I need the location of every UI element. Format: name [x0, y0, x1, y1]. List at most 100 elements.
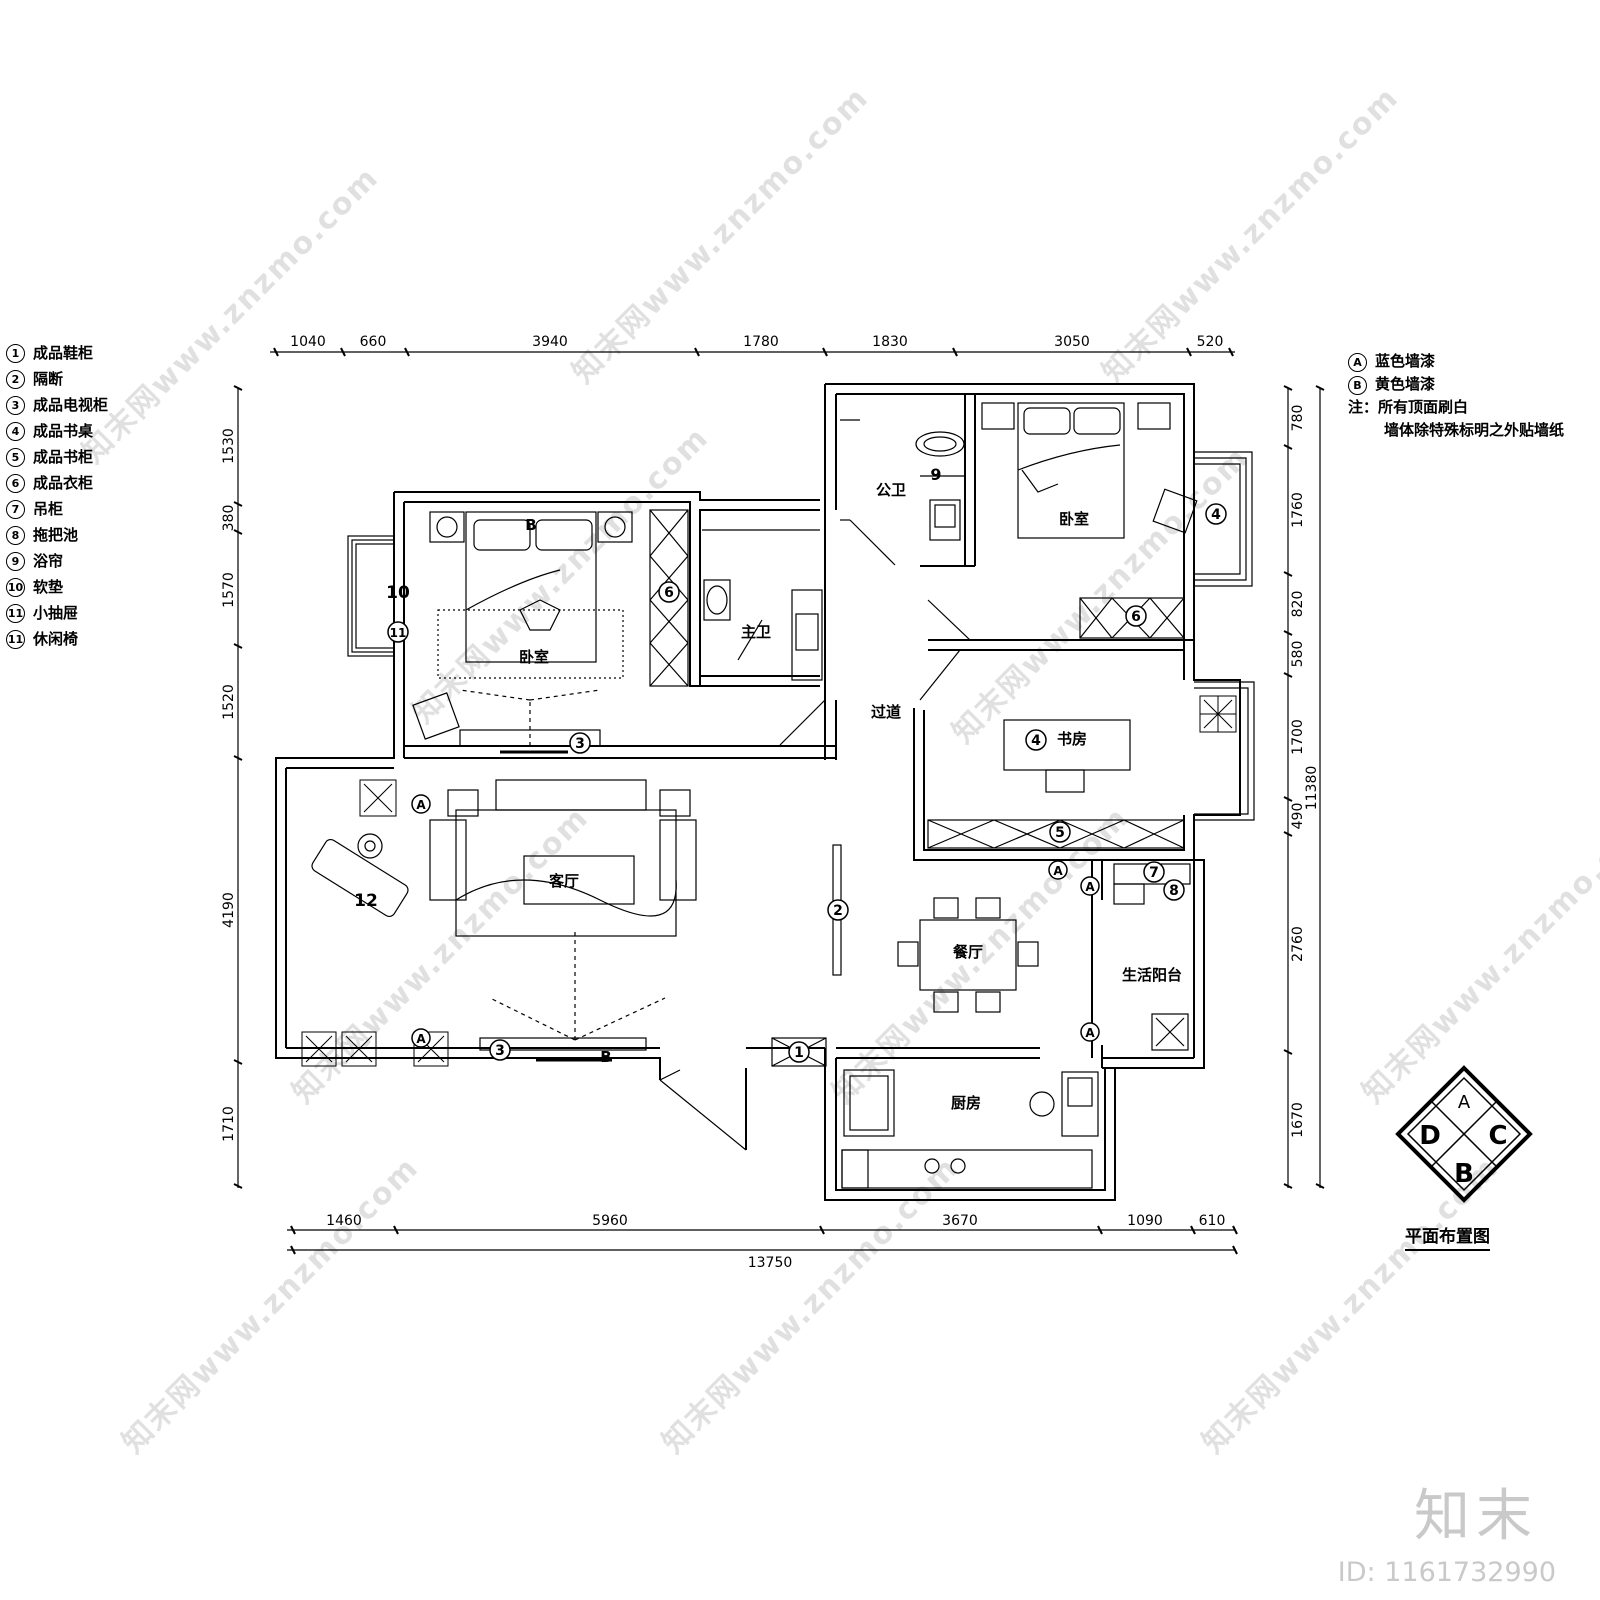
legend-number: 4	[6, 421, 25, 441]
marker-tv-cabinet-master: 3	[569, 732, 591, 754]
marker-partition: 2	[827, 899, 849, 921]
room-study: 书房	[1057, 730, 1087, 748]
legend-number: 9	[6, 551, 25, 571]
compass-bottom: B	[1454, 1159, 1474, 1189]
dimension-bottom: 1460	[326, 1213, 362, 1229]
wall-a-text: 蓝色墙漆	[1375, 352, 1436, 370]
svg-text:6: 6	[1131, 609, 1141, 625]
legend-label: 吊柜	[33, 500, 64, 518]
plants-living	[301, 779, 449, 1067]
svg-text:2: 2	[833, 903, 843, 919]
legend-label: 隔断	[33, 370, 64, 388]
living-sofa-set	[429, 779, 697, 937]
marker-tv-cabinet-living: 3	[489, 1039, 511, 1061]
room-labels: 卧室 主卫 公卫 卧室 过道 书房 客厅 餐厅 生活阳台 厨房	[519, 481, 1182, 1112]
legend-number: 6	[6, 473, 25, 493]
image-id: ID: 1161732990	[1337, 1557, 1556, 1588]
svg-text:A: A	[1085, 880, 1095, 894]
svg-text:11: 11	[390, 626, 407, 640]
marker-wardrobe-master: 6	[658, 581, 680, 603]
legend-number: 5	[6, 447, 25, 467]
dimension-bottom: 1090	[1127, 1213, 1163, 1229]
marker-cushion: 10	[386, 583, 410, 603]
dimension-right: 820	[1290, 591, 1306, 618]
marker-drawer: 11	[387, 621, 409, 643]
marker-wall-a-living-2: A	[411, 1028, 431, 1048]
dimension-left: 1710	[221, 1106, 237, 1142]
legend-number: 8	[6, 525, 25, 545]
marker-curtain: 9	[930, 465, 941, 484]
marker-desk-bedroom: 4	[1205, 503, 1227, 525]
plant-study	[1199, 695, 1237, 733]
room-kitchen: 厨房	[951, 1094, 981, 1112]
legend-label: 成品书柜	[33, 448, 94, 466]
dimension-right: 1760	[1290, 492, 1306, 528]
room-dining: 餐厅	[953, 943, 983, 961]
svg-text:A: A	[416, 798, 426, 812]
legend-number: 2	[6, 369, 25, 389]
walls	[275, 383, 1241, 1201]
marker-shoe-cabinet: 1	[788, 1041, 810, 1063]
dimension-top: 1780	[743, 334, 779, 350]
marker-bookcase: 5	[1049, 821, 1071, 843]
legend-item: 6 成品衣柜	[6, 470, 108, 496]
room-second-bedroom: 卧室	[1059, 510, 1089, 528]
dimension-bottom: 3670	[942, 1213, 978, 1229]
svg-text:B: B	[600, 1048, 611, 1066]
svg-text:4: 4	[1031, 733, 1041, 749]
svg-text:1: 1	[794, 1045, 804, 1061]
marker-wardrobe-second: 6	[1125, 605, 1147, 627]
svg-text:B: B	[525, 516, 536, 534]
note-line-2: 墙体除特殊标明之外贴墙纸	[1384, 421, 1565, 439]
svg-text:10: 10	[386, 583, 410, 603]
room-corridor: 过道	[871, 703, 901, 721]
leisure-chair-master	[412, 692, 460, 740]
legend-number: 11	[6, 629, 25, 649]
master-bath-fixtures	[702, 529, 823, 681]
marker-wall-a-dining: A	[1048, 860, 1068, 880]
dimension-left: 1530	[221, 428, 237, 464]
dimension-left: 1520	[221, 684, 237, 720]
legend-label: 成品书桌	[33, 422, 94, 440]
marker-desk-study: 4	[1025, 729, 1047, 751]
svg-text:6: 6	[664, 585, 674, 601]
svg-text:12: 12	[354, 891, 378, 911]
svg-text:9: 9	[930, 465, 941, 484]
compass-top: A	[1458, 1092, 1471, 1113]
wall-a-symbol: A	[1348, 353, 1367, 372]
brand-logo: 知末	[1414, 1484, 1538, 1549]
note-line-1: 注：所有顶面刷白	[1348, 398, 1469, 416]
svg-text:7: 7	[1149, 865, 1159, 881]
dimension-left: 1570	[221, 572, 237, 608]
legend-item: 5 成品书柜	[6, 444, 108, 470]
bay-window-right	[1194, 451, 1255, 821]
wall-b-symbol: B	[1348, 376, 1367, 395]
dimension-top: 1040	[290, 334, 326, 350]
doors	[659, 519, 1093, 1151]
legend-label: 拖把池	[33, 526, 79, 544]
room-living: 客厅	[548, 872, 579, 890]
dimension-bottom: 610	[1199, 1213, 1226, 1229]
compass-right: C	[1488, 1121, 1507, 1151]
room-master-bath: 主卫	[741, 623, 771, 641]
dimension-lines	[233, 347, 1325, 1255]
legend-label: 成品衣柜	[33, 474, 94, 492]
svg-text:A: A	[1053, 864, 1063, 878]
svg-text:A: A	[416, 1032, 426, 1046]
svg-text:3: 3	[575, 736, 585, 752]
svg-text:5: 5	[1055, 825, 1065, 841]
svg-text:3: 3	[495, 1043, 505, 1059]
legend-label: 软垫	[33, 578, 64, 596]
legend-item: 4 成品书桌	[6, 418, 108, 444]
legend-number: 3	[6, 395, 25, 415]
